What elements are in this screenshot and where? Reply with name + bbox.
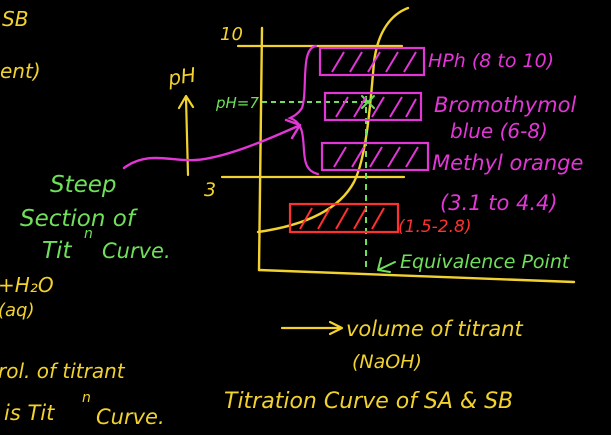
left-note-tit-superscript: n (82, 390, 91, 406)
equivalence-arrow (377, 257, 396, 273)
x-axis-label: volume of titrant (346, 317, 524, 341)
steep-section-arrow (122, 118, 302, 170)
indicator-label-methyl-orange-range: (3.1 to 4.4) (440, 191, 558, 215)
indicator-label-bromothymol-range: blue (6-8) (450, 119, 548, 143)
indicator-box-hph (318, 46, 426, 77)
steep-label-superscript: n (84, 226, 93, 242)
left-note-curve: Curve. (96, 405, 165, 429)
x-axis-label-naoh: (NaOH) (352, 351, 422, 373)
indicator-box-bromothymol (323, 91, 423, 122)
x-axis-arrow (280, 320, 344, 336)
indicator-label-methyl-orange: Methyl orange (432, 151, 583, 175)
indicator-label-red-range: (1.5-2.8) (398, 217, 471, 237)
steep-label-line3-end: Curve. (102, 239, 171, 263)
axes (220, 26, 576, 284)
left-note-tit: is Tit (4, 401, 55, 425)
equivalence-label: Equivalence Point (400, 251, 571, 273)
steep-label-line2: Section of (20, 206, 138, 232)
x-axis-line (257, 268, 576, 284)
left-note-sb: SB (2, 7, 28, 31)
indicator-brace (287, 44, 320, 176)
y-axis-arrow (177, 94, 195, 177)
ph7-cross-mark (361, 95, 375, 109)
y-axis-label: pH (166, 63, 198, 91)
indicator-box-red (288, 202, 400, 234)
left-note-aq: (aq) (0, 300, 35, 321)
indicator-label-hph: HPh (8 to 10) (428, 50, 554, 72)
left-note-h2o: +H₂O (0, 273, 54, 297)
diagram-caption: Titration Curve of SA & SB (224, 389, 513, 414)
y-axis-line (257, 26, 264, 272)
steep-label-line3: Tit (42, 238, 72, 264)
steep-label-line1: Steep (50, 172, 117, 198)
ph7-label: pH=7 (215, 94, 259, 112)
indicator-label-bromothymol: Bromothymol (434, 93, 576, 117)
left-note-ent: ent) (0, 59, 41, 83)
indicator-box-methyl-orange (320, 141, 430, 172)
tick-label-3: 3 (204, 179, 216, 201)
left-note-vol-titrant: rol. of titrant (0, 359, 126, 383)
tick-label-10: 10 (220, 24, 243, 45)
